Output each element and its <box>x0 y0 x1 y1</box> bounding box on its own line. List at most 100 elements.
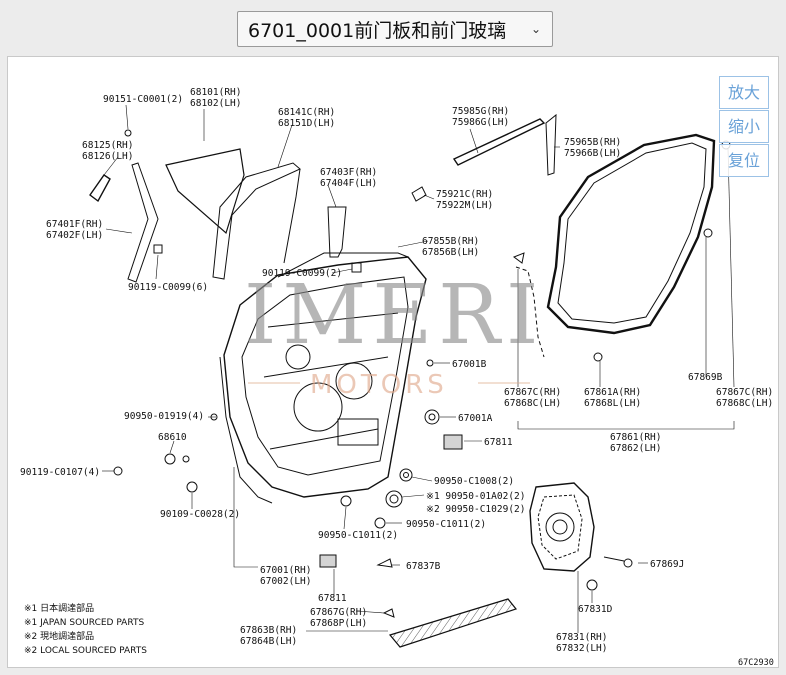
bolt-90119-c0099-2 <box>351 262 362 273</box>
bolt-90109-c0028 <box>186 481 198 493</box>
door-weatherstrip <box>546 133 716 335</box>
diagram-frame: IMERI MOTORS 90151-C0001(2) 68101(RH) 68… <box>7 56 779 668</box>
zoom-out-button[interactable]: 缩小 <box>719 110 769 143</box>
part-label: 75921C(RH) <box>436 189 493 200</box>
part-label: 67831D <box>578 604 613 615</box>
clip-67869j <box>623 558 633 568</box>
parts-diagram: IMERI MOTORS 90151-C0001(2) 68101(RH) 68… <box>20 87 774 668</box>
diagram-select[interactable]: 6701_0001前门板和前门玻璃 ⌄ <box>237 11 553 47</box>
part-label: 75986G(LH) <box>452 117 509 128</box>
part-label: 67861(RH) <box>610 432 661 443</box>
part-label: 90109-C0028(2) <box>160 509 240 520</box>
part-label: 68141C(RH) <box>278 107 335 118</box>
note-line: ※2 LOCAL SOURCED PARTS <box>24 646 147 656</box>
plug-90950-c1008 <box>399 468 413 482</box>
part-label: 67402F(LH) <box>46 230 103 241</box>
part-label: 90950-C1008(2) <box>434 476 514 487</box>
part-label: 67867C(RH) <box>716 387 773 398</box>
part-label: 67001A <box>458 413 493 424</box>
zoom-controls: 放大 缩小 复位 <box>719 76 769 178</box>
hinge-68610 <box>164 453 176 465</box>
part-label: 67C2930 <box>738 658 774 668</box>
belt-clip-strip <box>545 113 557 176</box>
part-label: 67869B <box>688 372 723 383</box>
part-label: 67001B <box>452 359 487 370</box>
part-label: 68102(LH) <box>190 98 241 109</box>
bolt-90119-c0099-6 <box>153 244 163 254</box>
front-lower-frame <box>127 162 159 283</box>
zoom-reset-button[interactable]: 复位 <box>719 144 769 177</box>
part-label: 67832(LH) <box>556 643 607 654</box>
part-label: 67863B(RH) <box>240 625 297 636</box>
part-label: 68151D(LH) <box>278 118 335 129</box>
note-line: ※2 現地調達部品 <box>24 630 94 642</box>
plug-90950-c1011-a <box>340 495 352 507</box>
clip-67831d <box>586 579 598 591</box>
rocker-weatherstrip <box>388 598 518 648</box>
part-label: 90119-C0107(4) <box>20 467 100 478</box>
part-label: 67868L(LH) <box>584 398 641 409</box>
part-label: 75985G(RH) <box>452 106 509 117</box>
top-bar: 6701_0001前门板和前门玻璃 ⌄ <box>0 0 786 56</box>
clip-67837b <box>376 558 393 568</box>
part-label: 67868P(LH) <box>310 618 367 629</box>
part-label: 67868C(LH) <box>504 398 561 409</box>
part-label: 67837B <box>406 561 441 572</box>
part-label: 75922M(LH) <box>436 200 493 211</box>
part-label: 90119-C0099(2) <box>262 268 342 279</box>
bolt-90119-c0107 <box>113 466 123 476</box>
part-label: 90151-C0001(2) <box>103 94 183 105</box>
watermark-sub: MOTORS <box>310 370 448 400</box>
note-line: ※1 日本調達部品 <box>24 602 94 614</box>
part-label: 67401F(RH) <box>46 219 103 230</box>
part-label: 90950-C1011(2) <box>318 530 398 541</box>
part-label: 67855B(RH) <box>422 236 479 247</box>
moulding-clip <box>411 186 427 202</box>
part-label: 67002(LH) <box>260 576 311 587</box>
plug-67001b <box>426 359 434 367</box>
part-label: 67861A(RH) <box>584 387 641 398</box>
belt-moulding <box>452 118 546 166</box>
corner-seal <box>89 174 111 203</box>
note-line: ※1 JAPAN SOURCED PARTS <box>24 618 144 628</box>
door-inner-panel <box>223 256 427 498</box>
part-label: 90950-01919(4) <box>124 411 204 422</box>
part-label: 67001(RH) <box>260 565 311 576</box>
part-label: 68101(RH) <box>190 87 241 98</box>
part-label: 67404F(LH) <box>320 178 377 189</box>
plug-90950-01a02 <box>385 490 403 508</box>
part-label: 75966B(LH) <box>564 148 621 159</box>
part-label: 67864B(LH) <box>240 636 297 647</box>
glass-run-channel <box>212 162 301 280</box>
part-label: 68125(RH) <box>82 140 133 151</box>
clip-67867g <box>382 608 395 618</box>
part-label: 67868C(LH) <box>716 398 773 409</box>
part-label: 67831(RH) <box>556 632 607 643</box>
part-label: 67811 <box>318 593 347 604</box>
plug-67001a <box>424 409 440 425</box>
service-hole-cover <box>529 482 595 572</box>
part-label: 90950-C1011(2) <box>406 519 486 530</box>
part-label: 90119-C0099(6) <box>128 282 208 293</box>
part-label: 67862(LH) <box>610 443 661 454</box>
part-label: 67403F(RH) <box>320 167 377 178</box>
part-label: 67867G(RH) <box>310 607 367 618</box>
part-label: ※2 90950-C1029(2) <box>426 504 525 515</box>
door-glass <box>165 148 245 235</box>
part-label: 68610 <box>158 432 187 443</box>
division-bar <box>327 206 347 258</box>
watermark-main: IMERI <box>244 268 544 363</box>
part-label: 67869J <box>650 559 684 570</box>
bolt-90151 <box>124 129 132 137</box>
plug-90950-c1011-b <box>374 517 386 529</box>
part-label: 67811 <box>484 437 513 448</box>
diagram-select-value: 6701_0001前门板和前门玻璃 <box>248 19 507 42</box>
part-label: ※1 90950-01A02(2) <box>426 491 525 502</box>
part-label: 68126(LH) <box>82 151 133 162</box>
pad-67811-upper <box>443 434 463 450</box>
chevron-down-icon[interactable]: ⌄ <box>530 22 542 36</box>
part-label: 75965B(RH) <box>564 137 621 148</box>
zoom-in-button[interactable]: 放大 <box>719 76 769 109</box>
pad-67811-lower <box>319 554 337 568</box>
part-label: 67856B(LH) <box>422 247 479 258</box>
